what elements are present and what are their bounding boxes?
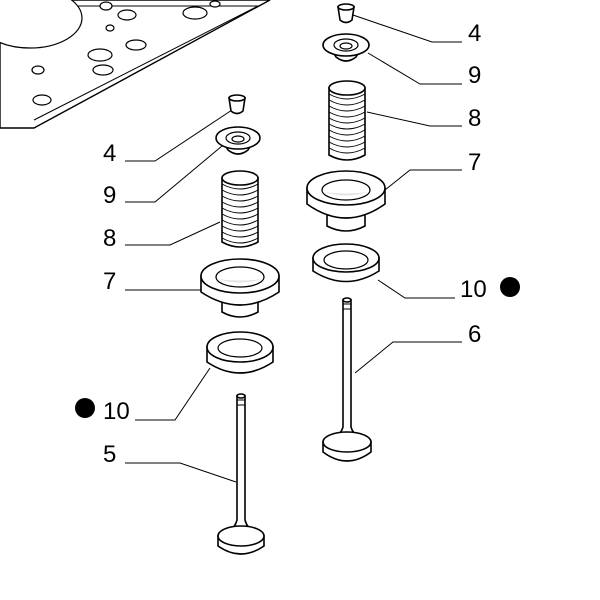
- callout-left-spring: 8: [103, 225, 116, 252]
- left-spring-cap: [215, 126, 261, 155]
- left-seal-bullet-marker: [75, 398, 95, 418]
- left-valve-stem-seal: [206, 331, 274, 374]
- left-spring-seat: [200, 258, 280, 318]
- callout-right-spring: 8: [468, 105, 481, 132]
- left-valve-keeper: [228, 94, 246, 115]
- callout-right-seal: 10: [460, 276, 487, 303]
- right-spring-seat: [306, 170, 386, 232]
- right-valve: [322, 297, 372, 462]
- callout-left-seal: 10: [103, 398, 130, 425]
- callout-left-valve: 5: [103, 441, 116, 468]
- callout-right-keeper: 4: [468, 20, 481, 47]
- left-valve: [217, 393, 265, 555]
- callout-right-valve: 6: [468, 321, 481, 348]
- right-valve-spring: [328, 80, 366, 161]
- head-gasket: [0, 0, 271, 129]
- leader-lines: [125, 14, 462, 483]
- right-spring-cap: [322, 33, 370, 62]
- left-valve-spring: [221, 170, 259, 248]
- callout-left-seat: 7: [103, 268, 116, 295]
- callout-right-seat: 7: [468, 149, 481, 176]
- callout-left-keeper: 4: [103, 140, 116, 167]
- callout-left-cap: 9: [103, 182, 116, 209]
- right-seal-bullet-marker: [500, 277, 520, 297]
- right-valve-keeper: [337, 3, 355, 24]
- callout-right-cap: 9: [468, 62, 481, 89]
- right-valve-stem-seal: [312, 243, 380, 283]
